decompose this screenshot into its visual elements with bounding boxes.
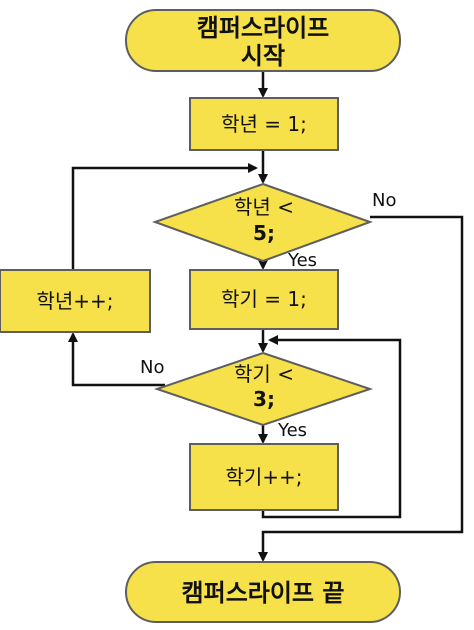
- inc-grade-node: 학년++;: [0, 269, 151, 333]
- cond-term-label-line2: 3;: [253, 387, 275, 411]
- init-grade-node: 학년 = 1;: [189, 97, 339, 151]
- inc-term-node: 학기++;: [189, 443, 339, 511]
- cond-term-node: 학기 < 3;: [153, 351, 374, 427]
- edge-cond-grade-no: [258, 215, 464, 562]
- init-term-node: 학기 = 1;: [189, 269, 339, 330]
- start-label-line1: 캠퍼스라이프: [197, 14, 329, 42]
- end-node: 캠퍼스라이프 끝: [125, 561, 401, 623]
- start-node: 캠퍼스라이프 시작: [125, 9, 401, 72]
- term-no-label: No: [140, 357, 164, 378]
- grade-yes-label: Yes: [287, 250, 317, 271]
- grade-no-label: No: [372, 190, 396, 211]
- edge-cond-term-no: [68, 332, 165, 387]
- end-label: 캠퍼스라이프 끝: [182, 579, 345, 607]
- inc-term-label: 학기++;: [225, 465, 302, 489]
- start-label-line2: 시작: [241, 42, 285, 70]
- cond-grade-label-line2: 5;: [253, 221, 275, 245]
- inc-grade-label: 학년++;: [36, 289, 113, 313]
- edge-inc-grade-loop: [71, 163, 258, 270]
- connectors: [68, 71, 464, 562]
- edge-inc-term-loop: [261, 335, 402, 519]
- init-term-label: 학기 = 1;: [221, 287, 307, 311]
- cond-term-label-line1: 학기 <: [234, 362, 294, 386]
- cond-grade-node: 학년 < 5;: [152, 182, 373, 263]
- init-grade-label: 학년 = 1;: [221, 112, 307, 136]
- term-yes-label: Yes: [277, 420, 307, 441]
- cond-grade-label-line1: 학년 <: [234, 195, 294, 219]
